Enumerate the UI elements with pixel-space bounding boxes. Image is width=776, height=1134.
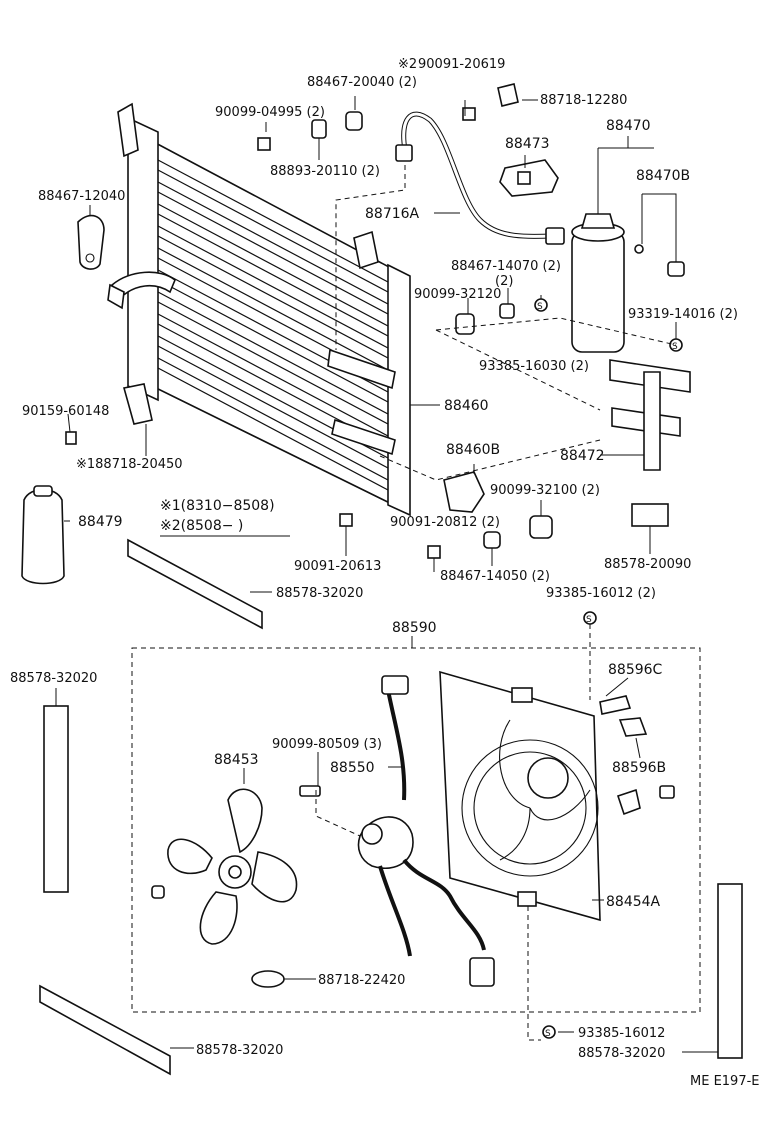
label-90099-32100: 90099-32100 (2) bbox=[490, 483, 600, 498]
label-88718-22420: 88718-22420 bbox=[318, 973, 405, 988]
part-labels: ※2 90091-20619 88467-20040 (2) 88718-122… bbox=[10, 57, 760, 1089]
label-188718-20450: ※188718-20450 bbox=[76, 457, 183, 472]
label-88454A: 88454A bbox=[606, 894, 661, 910]
label-90091-20812: 90091-20812 (2) bbox=[390, 515, 500, 530]
label-88716A: 88716A bbox=[365, 206, 420, 222]
label-88578-32020-b: 88578-32020 bbox=[10, 671, 97, 686]
liquid-pipe-88716A bbox=[395, 111, 565, 245]
label-88467-12040: 88467-12040 bbox=[38, 189, 125, 204]
label-88460: 88460 bbox=[444, 398, 489, 414]
label-star2: ※2 bbox=[398, 57, 417, 72]
label-88467-14070: 88467-14070 (2) bbox=[451, 259, 561, 274]
label-88470B: 88470B bbox=[636, 168, 690, 184]
fan-motor-88550 bbox=[299, 675, 495, 987]
label-88472: 88472 bbox=[560, 448, 605, 464]
label-88453: 88453 bbox=[214, 752, 259, 768]
legend-star1: ※1(8310−8508) bbox=[160, 498, 275, 514]
plug-88470B bbox=[634, 244, 685, 277]
label-88578-32020-c: 88578-32020 bbox=[196, 1043, 283, 1058]
label-93385-16030: 93385-16030 (2) bbox=[479, 359, 589, 374]
footer-code: ME E197-E bbox=[690, 1074, 760, 1089]
s-mark-2: S bbox=[672, 342, 678, 352]
label-88718-12280: 88718-12280 bbox=[540, 93, 627, 108]
s-mark-3: S bbox=[586, 615, 592, 625]
label-93319-14016: 93319-14016 (2) bbox=[628, 307, 738, 322]
label-88578-32020-d: 88578-32020 bbox=[578, 1046, 665, 1061]
label-count-2: (2) bbox=[495, 274, 513, 289]
label-88470: 88470 bbox=[606, 118, 651, 134]
label-90091-20619: 90091-20619 bbox=[418, 57, 505, 72]
label-88893-20110: 88893-20110 (2) bbox=[270, 164, 380, 179]
legend-star2: ※2(8508− ) bbox=[160, 518, 243, 534]
s-mark-letters: S S S S bbox=[537, 302, 678, 1039]
oil-bottle-88479 bbox=[21, 485, 65, 585]
fan-assembly-88590-box bbox=[131, 636, 701, 1013]
condenser-88460 bbox=[107, 102, 411, 517]
label-90099-80509: 90099-80509 (3) bbox=[272, 737, 382, 752]
clamp-88718-22420 bbox=[251, 970, 285, 988]
s-marks bbox=[534, 298, 683, 1039]
fan-shroud-88454A bbox=[439, 670, 601, 922]
bracket-88472 bbox=[609, 359, 691, 471]
label-90099-04995: 90099-04995 (2) bbox=[215, 105, 325, 120]
label-88550: 88550 bbox=[330, 760, 375, 776]
label-93385-16012-b: 93385-16012 bbox=[578, 1026, 665, 1041]
label-88473: 88473 bbox=[505, 136, 550, 152]
label-88467-14050: 88467-14050 (2) bbox=[440, 569, 550, 584]
label-88460B: 88460B bbox=[446, 442, 500, 458]
s-mark-1: S bbox=[537, 302, 543, 312]
label-88578-32020-a: 88578-32020 bbox=[276, 586, 363, 601]
s-mark-4: S bbox=[545, 1029, 551, 1039]
fan-blade-88453 bbox=[151, 788, 298, 945]
label-90091-20613: 90091-20613 bbox=[294, 559, 381, 574]
small-hardware bbox=[65, 83, 669, 559]
label-90159-60148: 90159-60148 bbox=[22, 404, 109, 419]
label-88467-20040: 88467-20040 (2) bbox=[307, 75, 417, 90]
label-90099-32120: 90099-32120 bbox=[414, 287, 501, 302]
label-93385-16012-a: 93385-16012 (2) bbox=[546, 586, 656, 601]
label-88596B: 88596B bbox=[612, 760, 666, 776]
label-88590: 88590 bbox=[392, 620, 437, 636]
leader-lines bbox=[55, 96, 718, 1053]
receiver-dryer-88470 bbox=[571, 213, 625, 353]
label-88479: 88479 bbox=[78, 514, 123, 530]
label-88578-20090: 88578-20090 bbox=[604, 557, 691, 572]
label-88596C: 88596C bbox=[608, 662, 663, 678]
sponge-88596 bbox=[599, 695, 675, 816]
pressure-switch-88473 bbox=[499, 159, 559, 197]
seal-strips bbox=[39, 538, 743, 1076]
